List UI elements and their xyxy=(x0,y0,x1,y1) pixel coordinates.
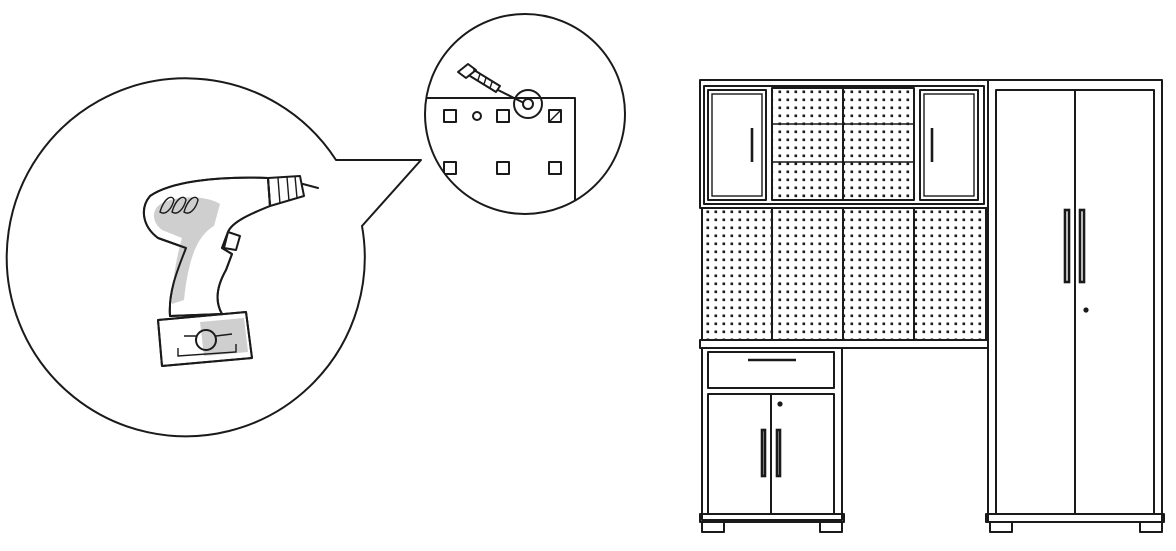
cabinet-icon xyxy=(699,79,1165,533)
pegboard-detail xyxy=(424,13,626,215)
screw-icon xyxy=(457,63,523,103)
drill-callout xyxy=(5,77,422,438)
callout-bubble xyxy=(5,77,422,438)
pegboard-icon xyxy=(425,97,576,214)
drill-icon xyxy=(142,175,319,367)
